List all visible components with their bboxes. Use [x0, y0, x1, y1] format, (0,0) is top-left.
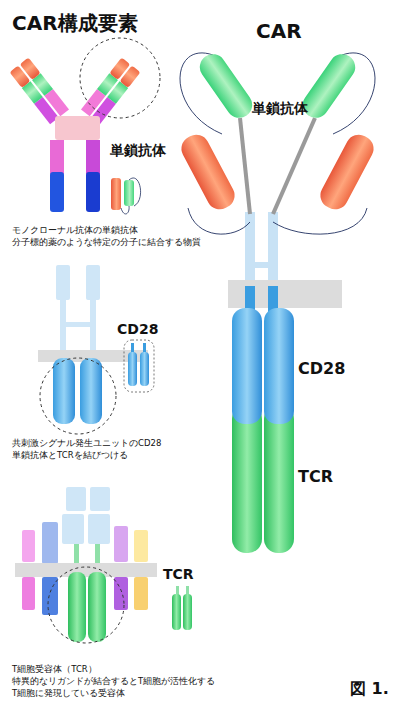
- part-name: TCR: [163, 566, 194, 582]
- note-text: 分子標的薬のような特定の分子に結合する物質: [12, 238, 201, 248]
- part-name: CD28: [298, 360, 345, 378]
- car-molecule-illustration: [177, 49, 378, 553]
- note-text: 特異的なリガンドが結合するとT細胞が活性化する: [12, 677, 215, 687]
- tcr-complex-illustration: [15, 487, 192, 643]
- figure-title: CAR構成要素: [12, 12, 138, 35]
- figure-caption: 図 1.: [350, 680, 389, 698]
- antibody-illustration: [9, 38, 160, 214]
- part-name: CD28: [117, 321, 158, 337]
- section-heading: CAR: [256, 20, 302, 43]
- note-text: 共刺激シグナル発生ユニットのCD28: [12, 439, 161, 449]
- note-text: T細胞に発現している受容体: [12, 689, 125, 699]
- part-name: 単鎖抗体: [110, 142, 166, 158]
- part-name: TCR: [298, 468, 333, 486]
- note-text: モノクローナル抗体の単鎖抗体: [12, 226, 138, 236]
- part-name: 単鎖抗体: [252, 100, 308, 116]
- note-text: T細胞受容体（TCR）: [12, 665, 97, 675]
- cd28-illustration: [38, 265, 154, 434]
- note-text: 単鎖抗体とTCRを結びつける: [12, 451, 128, 461]
